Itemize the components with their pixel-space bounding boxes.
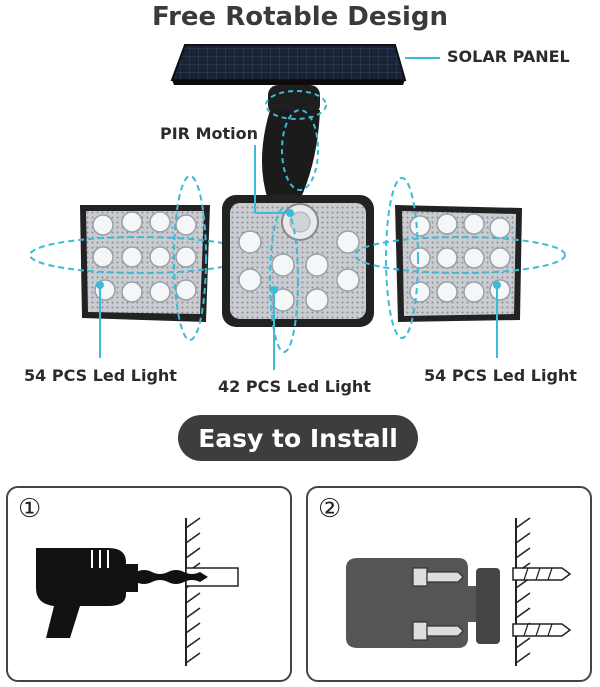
install-heading: Easy to Install <box>178 415 418 461</box>
page-title: Free Rotable Design <box>151 2 449 32</box>
pir-motion-label: PIR Motion <box>160 124 258 143</box>
center-led-panel <box>222 195 374 353</box>
mounting-illustration <box>346 517 572 666</box>
install-step-2: ② <box>306 486 592 682</box>
mount-arm <box>261 85 327 200</box>
solar-panel-label: SOLAR PANEL <box>447 47 570 66</box>
drill-illustration <box>36 517 239 666</box>
center-led-label: 42 PCS Led Light <box>218 377 371 396</box>
right-led-label: 54 PCS Led Light <box>424 366 577 385</box>
solar-panel <box>170 44 407 85</box>
right-led-panel <box>354 177 566 339</box>
step-1-number: ① <box>18 494 42 524</box>
left-led-panel <box>29 175 251 341</box>
install-step-1: ① <box>6 486 292 682</box>
left-led-label: 54 PCS Led Light <box>24 366 177 385</box>
step-2-number: ② <box>318 494 342 524</box>
callout-lines <box>96 57 501 370</box>
product-illustration <box>29 44 566 370</box>
